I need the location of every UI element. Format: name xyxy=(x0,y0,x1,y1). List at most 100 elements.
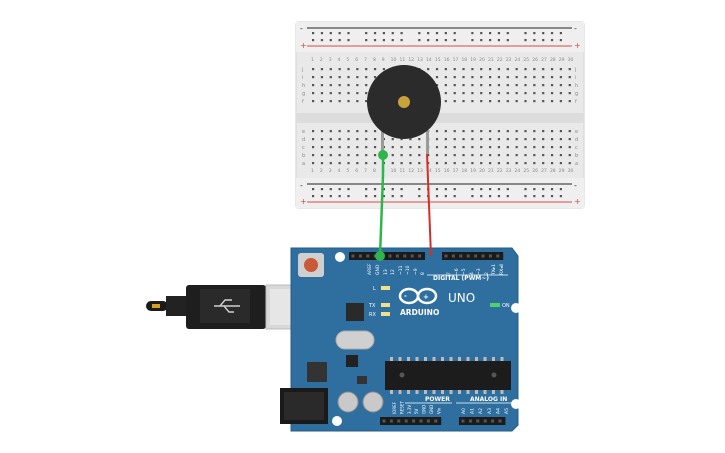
breadboard-hole[interactable] xyxy=(320,76,324,79)
breadboard-hole[interactable] xyxy=(320,154,324,157)
breadboard-hole[interactable] xyxy=(568,100,571,103)
breadboard-hole[interactable] xyxy=(480,84,483,87)
breadboard-hole[interactable] xyxy=(568,92,571,95)
breadboard-hole[interactable] xyxy=(312,162,315,165)
breadboard-hole[interactable] xyxy=(338,76,341,79)
rail-hole[interactable] xyxy=(542,195,545,198)
rail-hole[interactable] xyxy=(506,195,509,198)
breadboard-hole[interactable] xyxy=(471,146,474,149)
header-pin[interactable] xyxy=(418,254,422,258)
breadboard-hole[interactable] xyxy=(568,146,571,149)
breadboard-hole[interactable] xyxy=(338,130,341,133)
breadboard-hole[interactable] xyxy=(524,146,527,149)
breadboard-hole[interactable] xyxy=(559,76,562,79)
rail-hole[interactable] xyxy=(418,188,421,191)
breadboard-hole[interactable] xyxy=(497,130,501,133)
breadboard-hole[interactable] xyxy=(533,68,536,71)
rail-hole[interactable] xyxy=(347,39,350,42)
rail-hole[interactable] xyxy=(489,32,492,35)
breadboard-hole[interactable] xyxy=(356,76,359,79)
breadboard-hole[interactable] xyxy=(497,100,501,103)
rail-hole[interactable] xyxy=(427,32,430,35)
rail-hole[interactable] xyxy=(497,39,501,42)
rail-hole[interactable] xyxy=(391,39,394,42)
breadboard-hole[interactable] xyxy=(524,76,527,79)
breadboard-hole[interactable] xyxy=(559,100,562,103)
rail-hole[interactable] xyxy=(542,32,545,35)
breadboard-hole[interactable] xyxy=(515,76,518,79)
breadboard-hole[interactable] xyxy=(320,68,324,71)
rail-hole[interactable] xyxy=(338,188,341,191)
breadboard-hole[interactable] xyxy=(409,138,412,141)
breadboard-hole[interactable] xyxy=(542,92,545,95)
breadboard-hole[interactable] xyxy=(515,92,518,95)
breadboard-hole[interactable] xyxy=(365,138,368,141)
breadboard-hole[interactable] xyxy=(524,162,527,165)
breadboard-hole[interactable] xyxy=(435,162,439,165)
breadboard-hole[interactable] xyxy=(356,146,359,149)
rail-hole[interactable] xyxy=(373,32,377,35)
header-pin[interactable] xyxy=(395,254,399,258)
breadboard-hole[interactable] xyxy=(542,68,545,71)
breadboard-hole[interactable] xyxy=(471,162,474,165)
rail-hole[interactable] xyxy=(533,32,536,35)
breadboard-hole[interactable] xyxy=(409,154,412,157)
breadboard-hole[interactable] xyxy=(338,100,341,103)
rail-hole[interactable] xyxy=(382,188,385,191)
breadboard-hole[interactable] xyxy=(444,154,447,157)
rail-hole[interactable] xyxy=(373,188,377,191)
rail-hole[interactable] xyxy=(542,39,545,42)
breadboard-hole[interactable] xyxy=(462,68,465,71)
rail-hole[interactable] xyxy=(471,39,474,42)
rail-hole[interactable] xyxy=(453,195,456,198)
breadboard-hole[interactable] xyxy=(444,162,447,165)
breadboard-hole[interactable] xyxy=(559,146,562,149)
breadboard-hole[interactable] xyxy=(550,146,554,149)
breadboard-hole[interactable] xyxy=(444,138,447,141)
rail-hole[interactable] xyxy=(329,32,332,35)
rail-hole[interactable] xyxy=(559,39,562,42)
header-pin[interactable] xyxy=(389,419,393,423)
wire-green-end-breadboard[interactable] xyxy=(378,150,388,160)
breadboard-hole[interactable] xyxy=(533,130,536,133)
breadboard-hole[interactable] xyxy=(373,130,377,133)
breadboard-hole[interactable] xyxy=(400,162,403,165)
breadboard-hole[interactable] xyxy=(320,162,324,165)
piezo-buzzer[interactable] xyxy=(367,65,441,154)
breadboard-hole[interactable] xyxy=(320,146,324,149)
breadboard-hole[interactable] xyxy=(550,84,554,87)
breadboard-hole[interactable] xyxy=(320,130,324,133)
rail-hole[interactable] xyxy=(533,195,536,198)
rail-hole[interactable] xyxy=(480,195,483,198)
rail-hole[interactable] xyxy=(400,32,403,35)
breadboard-hole[interactable] xyxy=(497,68,501,71)
rail-hole[interactable] xyxy=(320,32,324,35)
breadboard-hole[interactable] xyxy=(347,76,350,79)
breadboard-hole[interactable] xyxy=(338,84,341,87)
breadboard-hole[interactable] xyxy=(550,76,554,79)
breadboard-hole[interactable] xyxy=(471,154,474,157)
rail-hole[interactable] xyxy=(391,188,394,191)
breadboard-hole[interactable] xyxy=(347,130,350,133)
header-pin[interactable] xyxy=(496,254,500,258)
rail-hole[interactable] xyxy=(453,32,456,35)
rail-hole[interactable] xyxy=(497,195,501,198)
breadboard-hole[interactable] xyxy=(515,100,518,103)
breadboard-hole[interactable] xyxy=(365,100,368,103)
breadboard-hole[interactable] xyxy=(506,68,509,71)
rail-hole[interactable] xyxy=(329,188,332,191)
reset-button[interactable] xyxy=(304,258,318,272)
header-pin[interactable] xyxy=(466,254,470,258)
rail-hole[interactable] xyxy=(338,32,341,35)
breadboard-hole[interactable] xyxy=(533,84,536,87)
rail-hole[interactable] xyxy=(338,39,341,42)
breadboard-hole[interactable] xyxy=(347,100,350,103)
rail-hole[interactable] xyxy=(382,32,385,35)
breadboard-hole[interactable] xyxy=(480,130,483,133)
breadboard-hole[interactable] xyxy=(515,84,518,87)
breadboard-hole[interactable] xyxy=(471,68,474,71)
breadboard-hole[interactable] xyxy=(542,154,545,157)
breadboard-hole[interactable] xyxy=(489,92,492,95)
rail-hole[interactable] xyxy=(365,32,368,35)
rail-hole[interactable] xyxy=(480,39,483,42)
